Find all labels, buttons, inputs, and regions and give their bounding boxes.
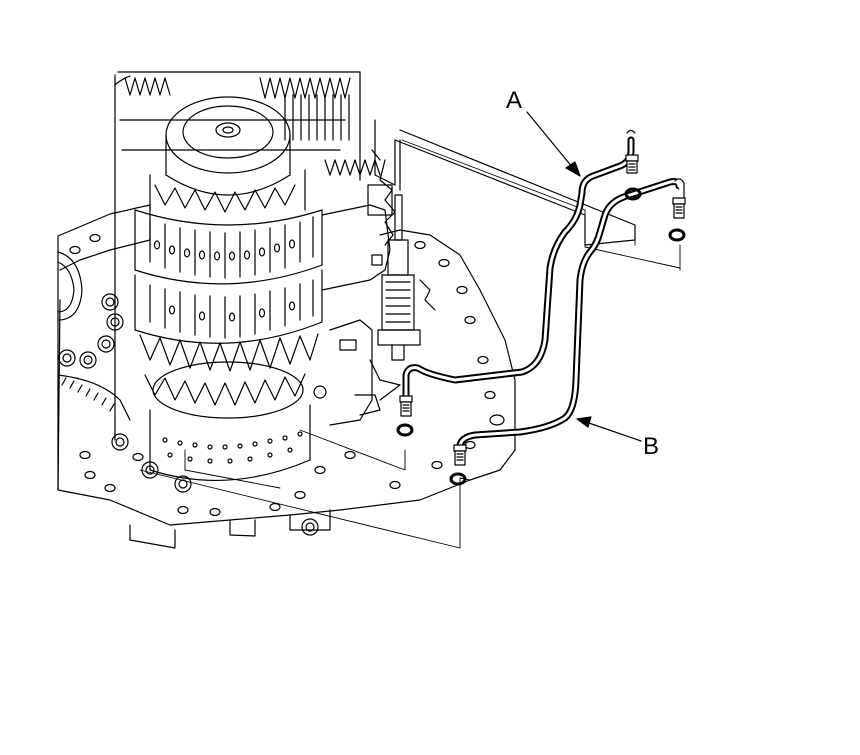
callout-a-arrowhead	[565, 161, 581, 177]
reference-lines	[139, 139, 681, 549]
pipe-fittings	[399, 129, 686, 466]
o-ring-a-upper	[624, 187, 642, 201]
callout-b-arrowhead	[576, 416, 592, 428]
o-ring-b-lower	[449, 472, 467, 486]
callout-label-a: A	[506, 87, 523, 114]
pipe-a	[402, 136, 635, 402]
o-ring-b-upper	[668, 228, 686, 242]
o-ring-a-lower	[396, 423, 414, 437]
gear-shafts	[114, 71, 396, 481]
callout-arrows	[526, 111, 642, 442]
callout-a-leader	[526, 111, 574, 169]
pipe-a-inner	[404, 138, 633, 400]
callout-b-leader	[585, 421, 642, 442]
left-gear	[57, 251, 131, 421]
clutch-drum-slots	[149, 216, 314, 279]
flange-holes	[69, 233, 505, 517]
callout-label-b: B	[643, 433, 660, 460]
o-rings	[396, 187, 686, 486]
